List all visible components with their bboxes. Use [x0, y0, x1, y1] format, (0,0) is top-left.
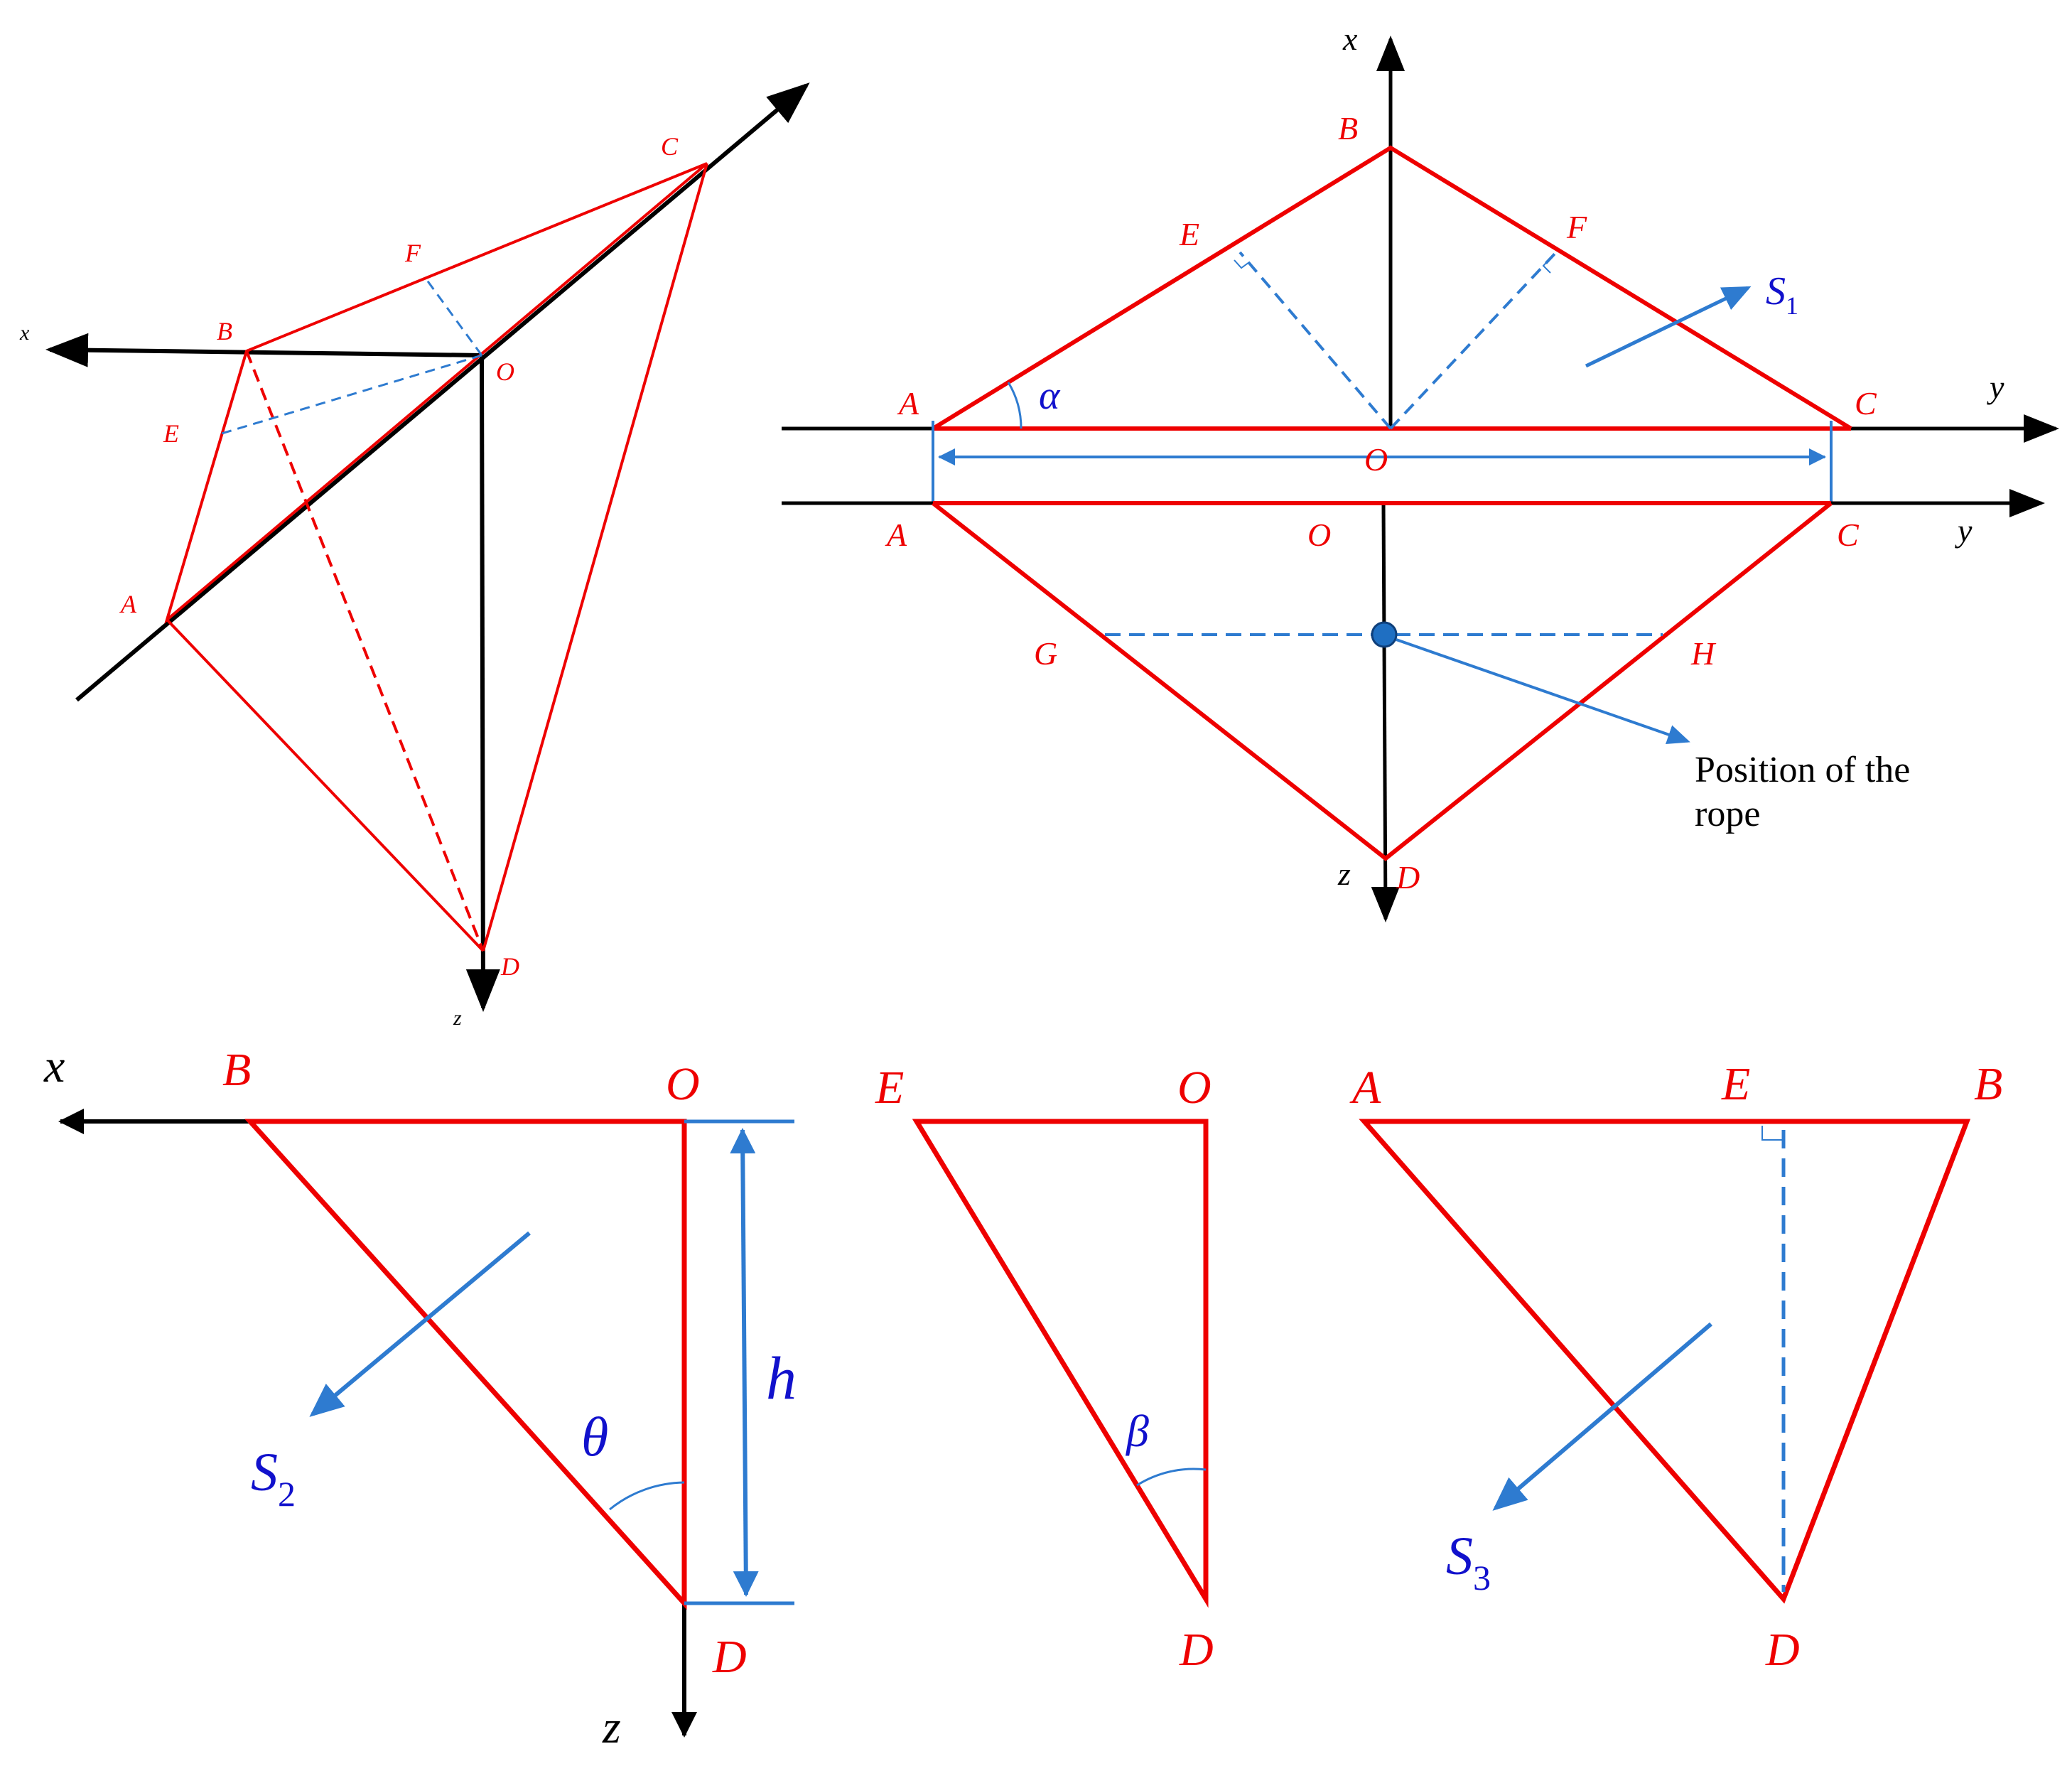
edge-AD-3d — [166, 618, 485, 952]
point-label-O-3d: O — [496, 357, 514, 386]
right-angle-mark-E-abd — [1761, 1126, 1784, 1141]
point-label-C-3d: C — [661, 132, 679, 161]
point-label-G-side: G — [1034, 635, 1057, 672]
point-label-D-abd: D — [1765, 1624, 1800, 1676]
area-label-S1: S1 — [1766, 269, 1798, 320]
perpendicular-OF-top — [1389, 251, 1558, 430]
rope-position-marker — [1371, 621, 1398, 648]
angle-arc-beta — [1136, 1468, 1207, 1487]
right-angle-mark-E — [1234, 259, 1250, 269]
point-label-O-side: O — [1307, 517, 1331, 553]
perpendicular-OE-3d — [221, 354, 482, 435]
triangle-ABD — [1359, 1119, 1971, 1604]
panel-triangle-BOD: x B O D z θ h S2 — [43, 1040, 797, 1753]
y-axis-3d — [75, 82, 810, 702]
point-label-E-3d: E — [163, 419, 179, 448]
axis-label-z-3d: z — [453, 1006, 462, 1030]
x-axis-3d — [45, 333, 482, 367]
axis-label-x-bod: x — [43, 1040, 65, 1092]
point-label-D-3d: D — [500, 952, 519, 981]
point-label-O-eod: O — [1177, 1062, 1212, 1114]
point-label-O-bod: O — [666, 1058, 700, 1110]
point-label-F-3d: F — [404, 239, 421, 267]
z-axis-3d — [465, 355, 500, 1012]
point-label-B-bod: B — [222, 1044, 251, 1096]
point-label-A-abd: A — [1349, 1062, 1381, 1114]
angle-arc-alpha — [1007, 382, 1022, 429]
point-label-E-top: E — [1179, 216, 1199, 252]
point-label-O-top: O — [1364, 441, 1388, 478]
area-label-S2: S2 — [251, 1443, 296, 1514]
axis-label-z-side: z — [1337, 856, 1351, 892]
triangle-ACD-side — [932, 501, 1833, 861]
panel-3d-view: x z A B C D E F O — [19, 82, 810, 1030]
point-label-E-eod: E — [875, 1062, 904, 1114]
triangle-EOD — [912, 1119, 1209, 1608]
point-label-C-top: C — [1855, 385, 1877, 421]
height-label-h: h — [766, 1344, 797, 1412]
z-axis-side — [1371, 502, 1400, 922]
point-label-H-side: H — [1690, 635, 1717, 672]
triangle-ABC-top — [932, 145, 1852, 431]
perpendicular-OF-3d — [425, 279, 483, 356]
point-label-B-top: B — [1338, 110, 1358, 146]
angle-arc-theta — [609, 1481, 685, 1511]
axis-label-z-bod: z — [602, 1701, 621, 1753]
axis-label-x-3d: x — [19, 321, 30, 345]
axis-label-x-top: x — [1342, 21, 1358, 57]
height-dimension-h — [730, 1128, 759, 1597]
panel-triangle-ABD: A E B D S3 — [1349, 1058, 2002, 1676]
area-arrow-S2 — [309, 1231, 531, 1417]
point-label-A-3d: A — [119, 590, 137, 618]
point-label-F-top: F — [1566, 209, 1587, 245]
point-label-A-side: A — [885, 517, 907, 553]
rope-label-line1: Position of the — [1695, 750, 1910, 790]
point-label-A-top: A — [897, 385, 919, 421]
area-arrow-S3 — [1492, 1322, 1712, 1511]
point-label-B-3d: B — [217, 317, 232, 345]
rope-pointer-arrow — [1396, 638, 1690, 744]
axis-label-y-side: y — [1955, 512, 1973, 549]
axis-label-y-top: y — [1987, 369, 2004, 405]
right-angle-mark-F — [1542, 259, 1551, 274]
area-arrow-S1 — [1585, 286, 1752, 368]
point-label-B-abd: B — [1974, 1058, 2002, 1110]
point-label-E-abd: E — [1721, 1058, 1750, 1110]
angle-label-beta: β — [1125, 1406, 1149, 1456]
panel-triangle-EOD: E O D β — [875, 1062, 1214, 1676]
pyramid-face-ABC — [164, 162, 708, 624]
triangle-BOD — [244, 1119, 687, 1610]
panel-top-view: x y B E F A C O α S1 — [782, 21, 2059, 503]
point-label-D-bod: D — [712, 1631, 747, 1683]
rope-label-line2: rope — [1695, 794, 1760, 834]
perpendicular-OE-top — [1239, 251, 1392, 430]
angle-label-theta: θ — [581, 1406, 608, 1468]
point-label-D-side: D — [1396, 859, 1420, 895]
angle-label-alpha: α — [1039, 374, 1061, 418]
point-label-D-eod: D — [1179, 1624, 1214, 1676]
edge-BD-hidden — [245, 350, 485, 952]
edge-CD-3d — [482, 163, 708, 952]
area-label-S3: S3 — [1446, 1527, 1491, 1598]
point-label-C-side: C — [1837, 517, 1860, 553]
